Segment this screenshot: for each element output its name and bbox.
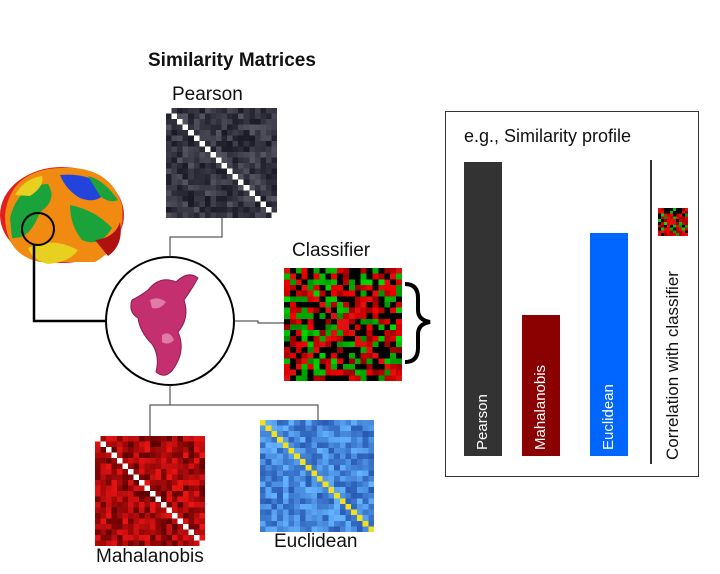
profile-y-label: Correlation with classifier (663, 271, 682, 460)
classifier-matrix (284, 268, 402, 381)
profile-divider (650, 160, 652, 464)
profile-bar-label: Euclidean (600, 384, 617, 450)
profile-bar-label: Pearson (474, 394, 491, 450)
page-title: Similarity Matrices (148, 50, 316, 71)
profile-title: e.g., Similarity profile (464, 126, 632, 146)
profile-bar-mahalanobis (522, 315, 560, 456)
matrix-label-mahalanobis: Mahalanobis (96, 546, 204, 567)
pearson-matrix (166, 108, 277, 218)
matrix-label-pearson: Pearson (172, 84, 243, 105)
brain-cortex-icon (0, 167, 124, 264)
matrix-label-euclidean: Euclidean (274, 531, 358, 552)
profile-bar-label: Mahalanobis (532, 364, 549, 450)
right-curly-brace-icon (404, 282, 431, 364)
profile-bar-euclidean (590, 233, 628, 456)
mahalanobis-matrix (95, 436, 205, 546)
euclidean-matrix (260, 420, 374, 532)
classifier-thumbnail-matrix (658, 208, 688, 236)
profile-bar-pearson (464, 162, 502, 456)
matrix-label-classifier: Classifier (292, 240, 371, 261)
